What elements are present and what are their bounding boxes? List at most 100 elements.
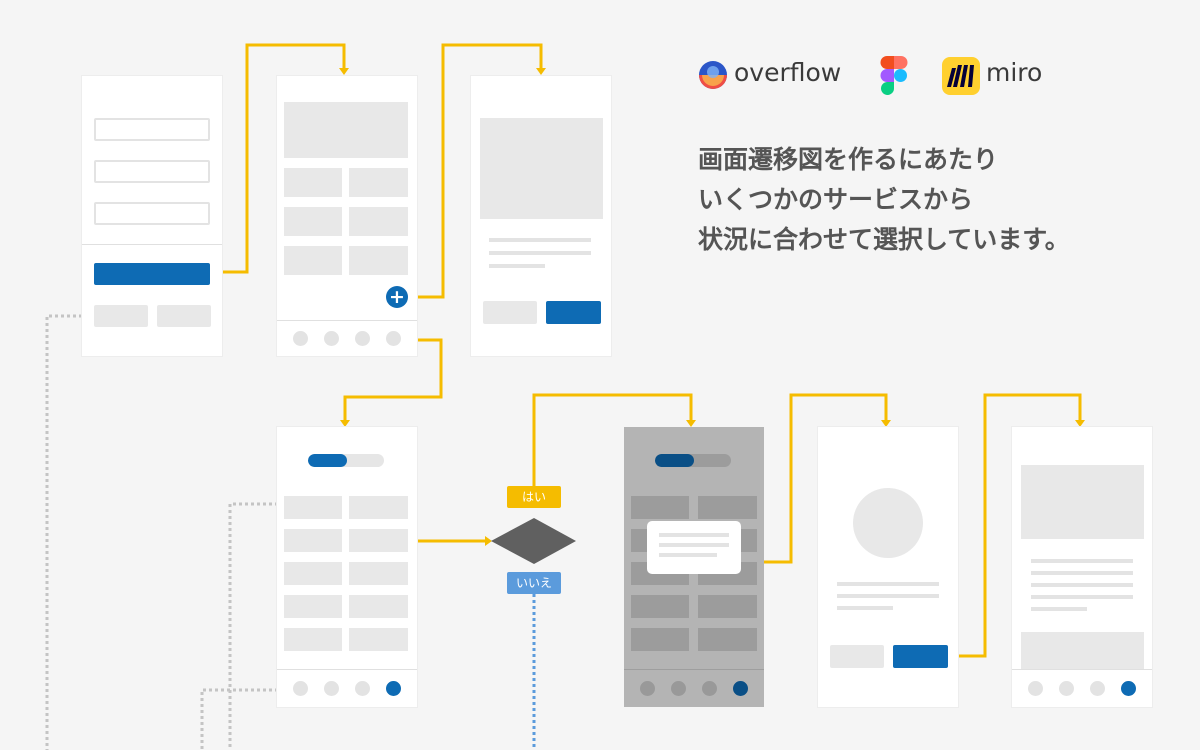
- detail-image-placeholder: [480, 118, 603, 219]
- headline: 画面遷移図を作るにあたり いくつかのサービスから 状況に合わせて選択しています。: [698, 140, 1178, 260]
- tab-dot[interactable]: [386, 331, 401, 346]
- headline-line-3: 状況に合わせて選択しています。: [698, 225, 1070, 254]
- progress-bar: [655, 454, 731, 467]
- tab-dot[interactable]: [1059, 681, 1074, 696]
- tab-dot: [640, 681, 655, 696]
- secondary-button[interactable]: [830, 645, 884, 668]
- avatar: [853, 488, 923, 558]
- list-cell[interactable]: [284, 562, 342, 585]
- text-field[interactable]: [94, 202, 210, 225]
- list-cell: [631, 496, 689, 519]
- divider: [277, 320, 417, 321]
- connector-tab-to-offscreen: [200, 688, 284, 750]
- screen-home: +: [277, 76, 417, 356]
- text-line: [1031, 571, 1133, 575]
- divider: [624, 669, 764, 670]
- text-line: [489, 238, 591, 242]
- text-field[interactable]: [94, 160, 210, 183]
- screen-modal: [624, 427, 764, 707]
- tab-dot[interactable]: [324, 331, 339, 346]
- article-image-placeholder: [1021, 465, 1144, 539]
- text-field[interactable]: [94, 118, 210, 141]
- connector-profile-to-article: [948, 393, 1082, 658]
- tab-dot-active[interactable]: [386, 681, 401, 696]
- grid-item[interactable]: [349, 246, 408, 275]
- divider: [277, 669, 417, 670]
- tab-dot[interactable]: [355, 331, 370, 346]
- list-cell[interactable]: [349, 595, 408, 618]
- divider: [82, 244, 222, 245]
- tab-dot[interactable]: [324, 681, 339, 696]
- miro-wordmark: miro: [986, 58, 1043, 87]
- divider: [1012, 669, 1152, 670]
- brand-logos: overflow miro: [696, 56, 1076, 96]
- connector-yes-branch: [532, 393, 693, 486]
- screen-article: [1012, 427, 1152, 707]
- primary-button[interactable]: [546, 301, 601, 324]
- text-line: [1031, 607, 1087, 611]
- decision-yes-label: はい: [507, 486, 561, 508]
- plus-icon[interactable]: +: [386, 286, 408, 308]
- screen-detail: [471, 76, 611, 356]
- progress-bar: [308, 454, 384, 467]
- connector-login-to-offscreen: [45, 314, 94, 750]
- decision-no-label: いいえ: [507, 572, 561, 594]
- list-cell[interactable]: [349, 562, 408, 585]
- screen-profile: [818, 427, 958, 707]
- list-cell: [631, 628, 689, 651]
- arrowhead: [686, 420, 696, 427]
- miro-logo-icon: [942, 57, 980, 95]
- list-cell: [631, 595, 689, 618]
- overflow-wordmark: overflow: [734, 58, 842, 87]
- text-line: [837, 594, 939, 598]
- headline-line-1: 画面遷移図を作るにあたり: [698, 145, 999, 174]
- tab-dot: [671, 681, 686, 696]
- list-cell: [698, 496, 757, 519]
- list-cell[interactable]: [284, 496, 342, 519]
- tab-dot-active[interactable]: [1121, 681, 1136, 696]
- list-cell[interactable]: [349, 529, 408, 552]
- headline-line-2: いくつかのサービスから: [698, 185, 974, 214]
- connector-list-to-offscreen: [228, 502, 284, 750]
- arrowhead: [485, 536, 492, 546]
- arrowhead: [340, 420, 350, 427]
- tab-dot[interactable]: [293, 681, 308, 696]
- content-block: [1021, 632, 1144, 670]
- overflow-logo-icon: [699, 61, 727, 89]
- grid-item[interactable]: [349, 207, 408, 236]
- modal-dialog[interactable]: [647, 521, 741, 574]
- list-cell[interactable]: [284, 628, 342, 651]
- list-cell[interactable]: [349, 628, 408, 651]
- tab-dot[interactable]: [355, 681, 370, 696]
- list-cell[interactable]: [284, 529, 342, 552]
- text-line: [1031, 583, 1133, 587]
- list-cell: [698, 595, 757, 618]
- list-cell[interactable]: [349, 496, 408, 519]
- text-line: [837, 582, 939, 586]
- tab-dot[interactable]: [1028, 681, 1043, 696]
- secondary-button[interactable]: [94, 305, 148, 327]
- text-line: [1031, 559, 1133, 563]
- grid-item[interactable]: [284, 168, 342, 197]
- primary-button[interactable]: [893, 645, 948, 668]
- hero-image-placeholder: [284, 102, 408, 158]
- tab-dot-active: [733, 681, 748, 696]
- arrowhead: [1075, 420, 1085, 427]
- connector-login-to-home: [210, 43, 346, 274]
- decision-diamond: [491, 518, 576, 564]
- tab-dot[interactable]: [1090, 681, 1105, 696]
- list-cell: [698, 628, 757, 651]
- text-line: [489, 264, 545, 268]
- tab-dot[interactable]: [293, 331, 308, 346]
- arrowhead: [536, 68, 546, 75]
- secondary-button[interactable]: [157, 305, 211, 327]
- secondary-button[interactable]: [483, 301, 537, 324]
- grid-item[interactable]: [284, 207, 342, 236]
- grid-item[interactable]: [349, 168, 408, 197]
- list-cell[interactable]: [284, 595, 342, 618]
- text-line: [1031, 595, 1133, 599]
- text-line: [489, 251, 591, 255]
- grid-item[interactable]: [284, 246, 342, 275]
- primary-button[interactable]: [94, 263, 210, 285]
